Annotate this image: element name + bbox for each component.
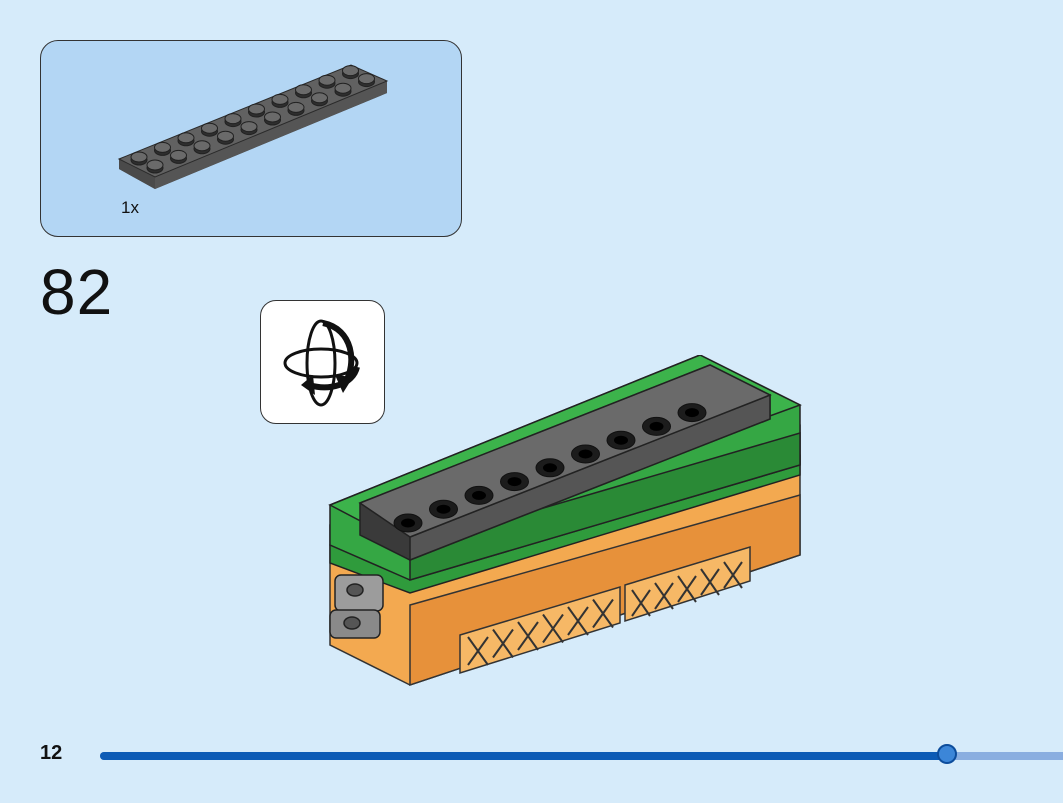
progress-bar bbox=[100, 744, 1063, 764]
page-number: 12 bbox=[40, 742, 63, 764]
assembly-model-icon bbox=[328, 355, 802, 687]
plate-hole bbox=[677, 403, 707, 423]
progress-knob bbox=[937, 744, 958, 764]
stud bbox=[130, 151, 148, 163]
plate-hole bbox=[571, 444, 600, 464]
stud bbox=[271, 93, 289, 105]
stud bbox=[146, 159, 164, 171]
step-number: 82 bbox=[40, 256, 114, 328]
stud bbox=[217, 130, 234, 142]
plate-hole bbox=[429, 499, 458, 519]
rotate-model-icon bbox=[283, 319, 360, 407]
stud bbox=[201, 122, 218, 134]
stud bbox=[264, 111, 281, 123]
parts-callout: 1x bbox=[40, 40, 462, 237]
stud bbox=[224, 113, 242, 125]
stud bbox=[170, 149, 187, 161]
stud bbox=[177, 132, 195, 144]
stud bbox=[248, 103, 265, 115]
plate-hole bbox=[606, 430, 636, 450]
stud bbox=[318, 74, 336, 86]
part-quantity: 1x bbox=[121, 198, 139, 217]
plate-hole bbox=[464, 485, 494, 505]
stud bbox=[334, 82, 352, 94]
stud bbox=[358, 73, 375, 85]
plate-hole bbox=[500, 472, 529, 492]
stud bbox=[154, 141, 171, 153]
stud bbox=[295, 84, 312, 96]
stud bbox=[311, 92, 328, 104]
stud bbox=[342, 65, 359, 77]
stud bbox=[193, 140, 211, 152]
dark-gray-plate-icon bbox=[117, 64, 389, 189]
plate-hole bbox=[535, 458, 565, 478]
progress-fill bbox=[100, 752, 948, 760]
plate-hole bbox=[642, 416, 671, 436]
stud bbox=[240, 121, 258, 133]
plate-hole bbox=[393, 513, 423, 533]
stud bbox=[287, 101, 305, 113]
rotate-hint-box bbox=[260, 300, 385, 424]
